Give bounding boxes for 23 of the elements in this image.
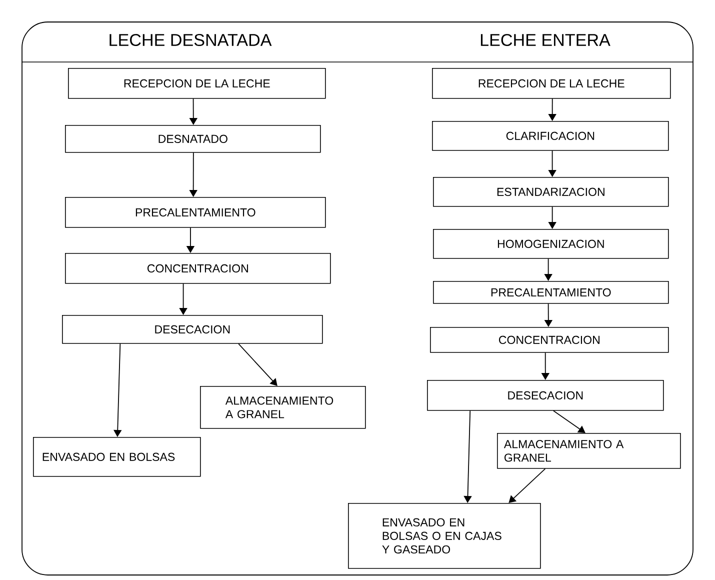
column-heading: LECHE DESNATADA xyxy=(110,34,272,46)
arrow xyxy=(179,283,188,315)
process-box: HOMOGENIZACION xyxy=(433,229,669,259)
arrow xyxy=(553,410,586,433)
process-box: RECEPCION DE LA LECHE xyxy=(432,68,671,99)
process-box: CONCENTRACION xyxy=(430,327,669,353)
process-box: DESECACION xyxy=(62,315,323,344)
process-box: ENVASADO EN BOLSAS O EN CAJAS Y GASEADO xyxy=(348,503,541,569)
process-box: ALMACENAMIENTO A GRANEL xyxy=(200,386,366,429)
process-box: DESNATADO xyxy=(65,125,321,153)
process-box: CONCENTRACION xyxy=(65,253,331,284)
arrow xyxy=(238,343,278,386)
process-box: DESECACION xyxy=(427,380,664,411)
process-box: PRECALENTAMIENTO xyxy=(433,281,669,304)
process-box: ALMACENAMIENTO A GRANEL xyxy=(497,433,681,469)
process-box: PRECALENTAMIENTO xyxy=(65,197,326,228)
process-box: CLARIFICACION xyxy=(432,121,669,151)
process-box: RECEPCION DE LA LECHE xyxy=(68,68,326,99)
arrow xyxy=(464,410,472,503)
process-box: ENVASADO EN BOLSAS xyxy=(33,437,201,477)
column-heading: LECHE ENTERA xyxy=(480,34,610,46)
arrow xyxy=(508,468,546,503)
process-box: ESTANDARIZACION xyxy=(433,177,669,207)
